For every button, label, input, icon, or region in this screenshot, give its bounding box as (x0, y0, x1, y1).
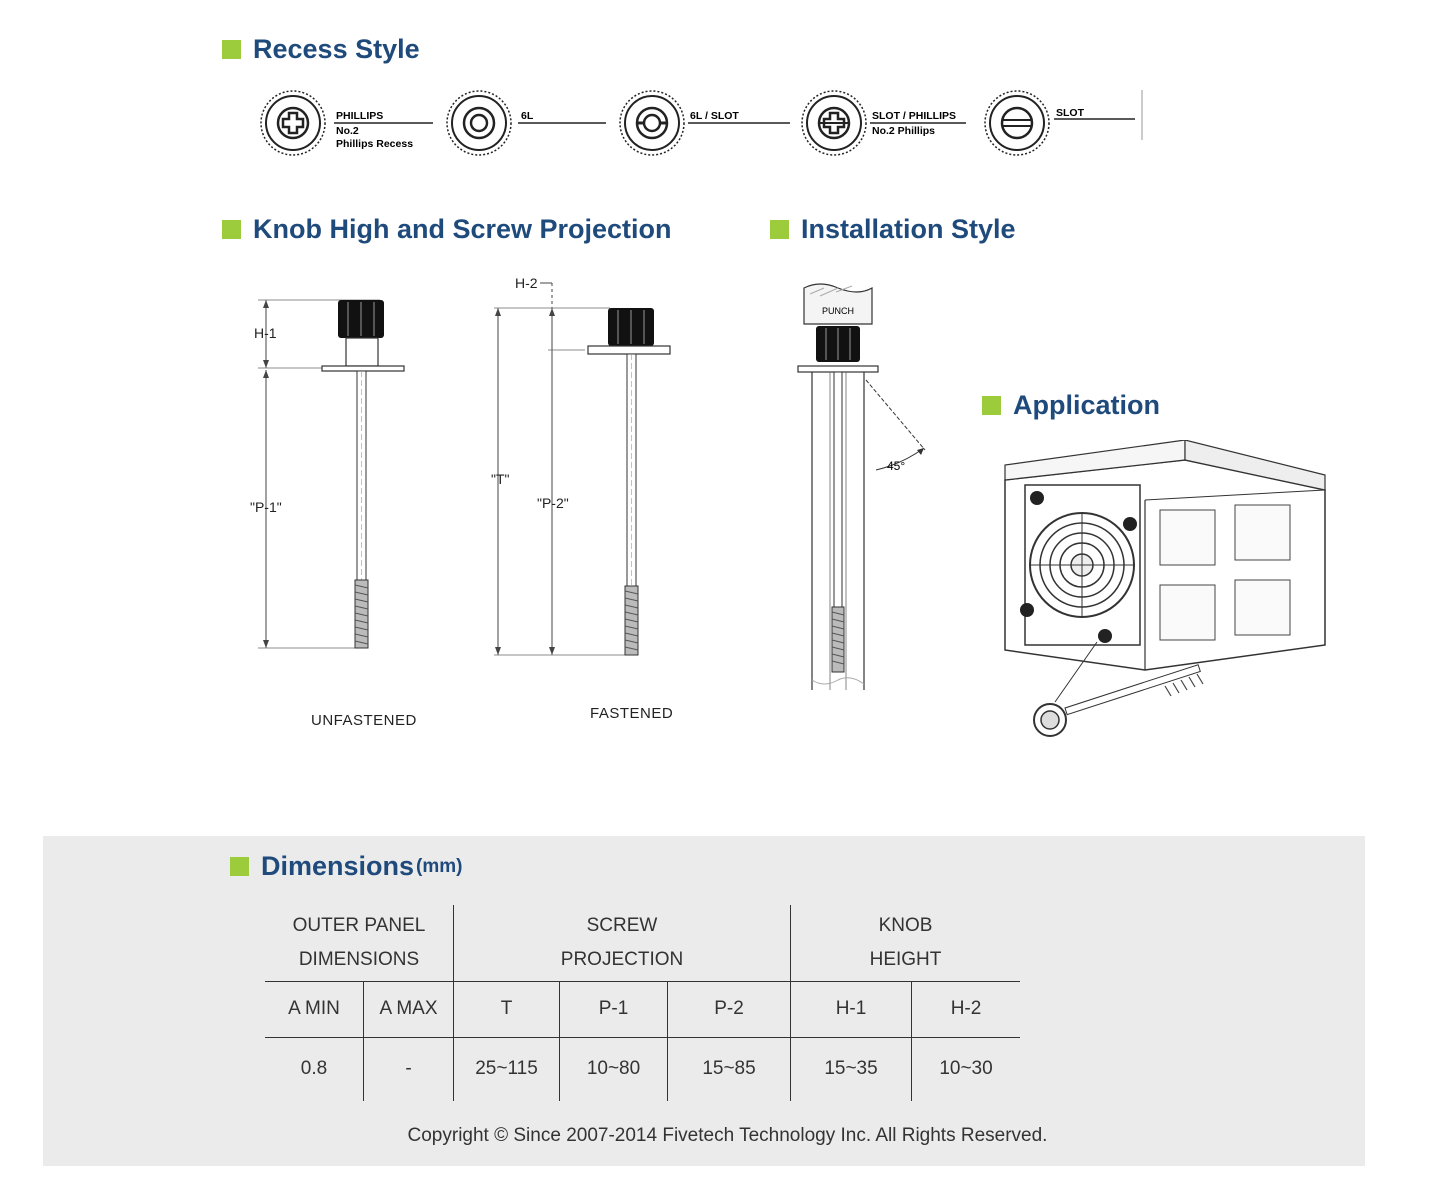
unfastened-caption: UNFASTENED (311, 712, 417, 729)
recess-style-title: Recess Style (253, 34, 420, 64)
col-header: T (453, 981, 560, 1038)
torx-6l-recess-icon (446, 90, 512, 156)
table-cell: - (363, 1037, 454, 1101)
col-header: P-1 (559, 981, 668, 1038)
col-header: H-2 (911, 981, 1020, 1038)
recess-style-strip: PHILLIPS No.2 Phillips Recess 6L 6L / SL… (260, 90, 1143, 156)
table-row: 0.8 - 25~115 10~80 15~85 15~35 10~30 (265, 1037, 1020, 1101)
recess-label-2: 6L (521, 110, 534, 122)
col-header: A MAX (363, 981, 454, 1038)
installation-style-heading: Installation Style (770, 214, 1016, 245)
recess-label-3: 6L / SLOT (690, 110, 739, 122)
installation-style-title: Installation Style (801, 214, 1016, 244)
col-header: P-2 (667, 981, 791, 1038)
knob-projection-title: Knob High and Screw Projection (253, 214, 672, 244)
recess-sub-1a: No.2 (336, 125, 359, 137)
group-header-knob-height: KNOB HEIGHT (790, 905, 1020, 982)
col-header: A MIN (265, 981, 364, 1038)
table-cell: 10~30 (939, 1058, 993, 1080)
group-header-line: HEIGHT (869, 948, 942, 970)
recess-label-4: SLOT / PHILLIPS (872, 110, 956, 122)
label-t: "T" (491, 471, 510, 487)
table-cell: 10~80 (559, 1037, 668, 1101)
label-p1: "P-1" (250, 499, 282, 515)
application-illustration (1004, 440, 1326, 737)
table-cell: 25~115 (453, 1037, 560, 1101)
application-title: Application (1013, 390, 1160, 420)
group-header-line: OUTER PANEL (292, 914, 426, 936)
label-h1: H-1 (254, 325, 277, 341)
knob-projection-heading: Knob High and Screw Projection (222, 214, 672, 245)
group-header-line: KNOB (878, 914, 933, 936)
bullet-square-icon (770, 220, 789, 239)
table-cell: 0.8 (265, 1037, 364, 1101)
group-header-line: SCREW (586, 914, 658, 936)
group-header-screw-projection: SCREW PROJECTION (453, 905, 791, 982)
bullet-square-icon (222, 220, 241, 239)
recess-sub-1b: Phillips Recess (336, 138, 413, 150)
table-cell: 15~35 (790, 1037, 912, 1101)
slot-phillips-recess-icon (801, 90, 867, 156)
recess-label-1: PHILLIPS (336, 110, 383, 122)
label-p2: "P-2" (537, 495, 569, 511)
slot-recess-icon (984, 90, 1050, 156)
application-heading: Application (982, 390, 1160, 421)
punch-label: PUNCH (822, 306, 854, 316)
fastened-diagram (494, 282, 671, 656)
col-header: H-1 (790, 981, 912, 1038)
dimensions-title: Dimensions (261, 851, 415, 881)
recess-style-heading: Recess Style (222, 34, 420, 65)
installation-diagram: PUNCH 45° (797, 283, 926, 690)
recess-label-5: SLOT (1056, 107, 1085, 119)
label-h2: H-2 (515, 275, 538, 291)
group-header-outer-panel: OUTER PANEL DIMENSIONS (265, 905, 454, 982)
unfastened-diagram (258, 299, 405, 649)
dimensions-table: OUTER PANEL DIMENSIONS SCREW PROJECTION … (265, 905, 1020, 1101)
bullet-square-icon (222, 40, 241, 59)
torx-slot-recess-icon (619, 90, 685, 156)
copyright-text: Copyright © Since 2007-2014 Fivetech Tec… (407, 1125, 1048, 1146)
bullet-square-icon (230, 857, 249, 876)
dimensions-heading: Dimensions (mm) (230, 851, 463, 882)
phillips-recess-icon (260, 90, 326, 156)
dimensions-unit: (mm) (416, 855, 463, 877)
group-header-line: DIMENSIONS (298, 948, 420, 970)
fastened-caption: FASTENED (590, 705, 674, 722)
table-group-row: OUTER PANEL DIMENSIONS SCREW PROJECTION … (265, 905, 1020, 982)
bullet-square-icon (982, 396, 1001, 415)
group-header-line: PROJECTION (560, 948, 684, 970)
table-header-row: A MIN A MAX T P-1 P-2 H-1 H-2 (265, 981, 1020, 1038)
angle-label: 45° (887, 459, 905, 473)
table-cell: 15~85 (667, 1037, 791, 1101)
recess-sub-4a: No.2 Phillips (872, 125, 935, 137)
